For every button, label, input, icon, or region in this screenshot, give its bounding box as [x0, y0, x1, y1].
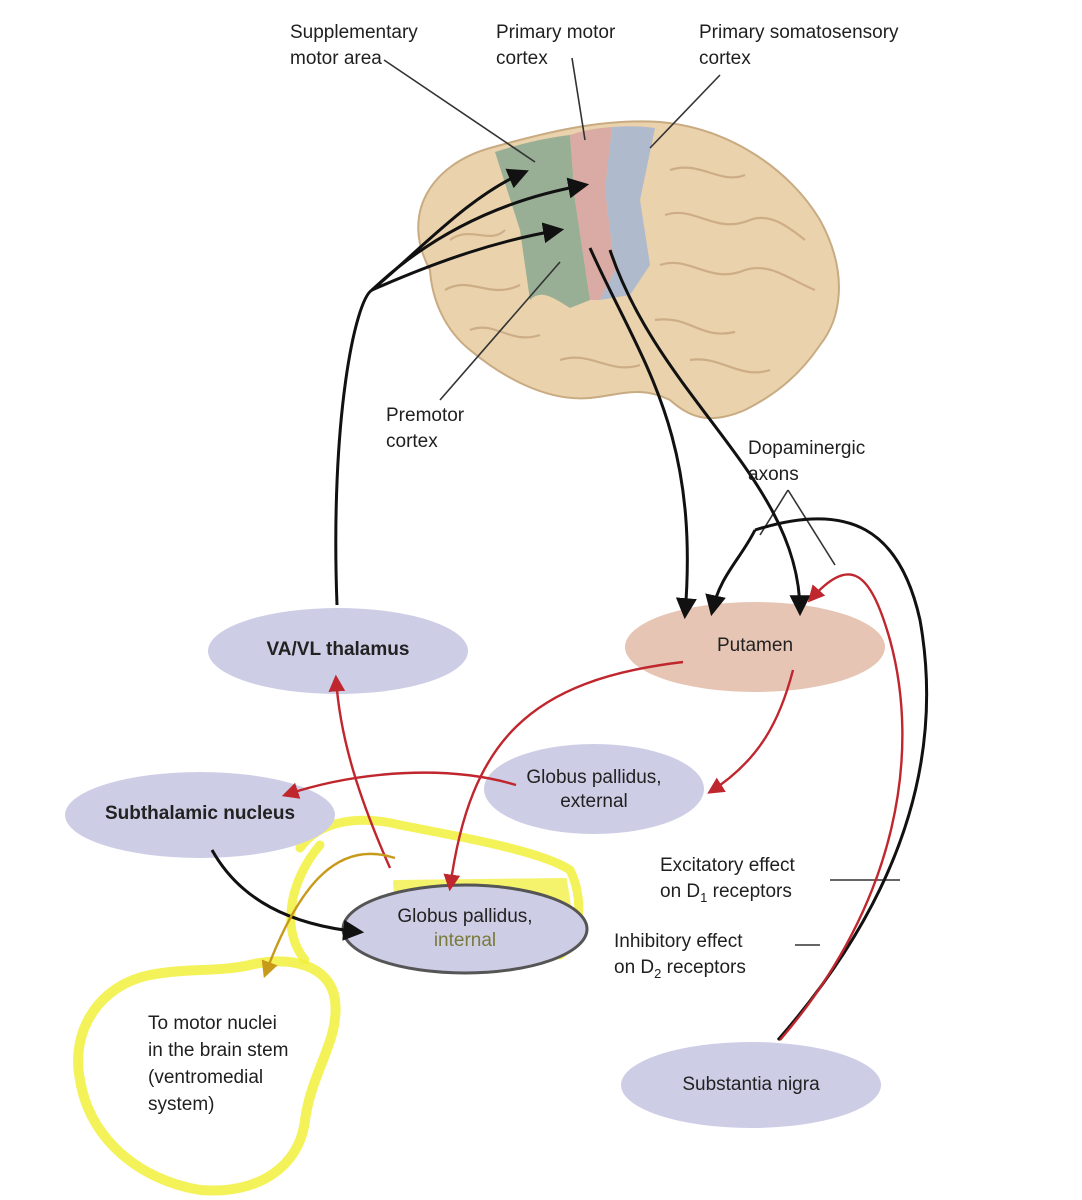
va-vl-thalamus-label: VA/VL thalamus	[266, 639, 410, 660]
globus-pallidus-external-ellipse	[484, 744, 704, 834]
yellow-highlight-marks	[73, 815, 584, 1196]
brain-illustration	[417, 120, 840, 420]
primary-motor-cortex-label: Primary motor cortex	[496, 22, 616, 69]
substantia-nigra-label: Substantia nigra	[682, 1074, 820, 1095]
putamen-label: Putamen	[716, 635, 794, 656]
premotor-cortex-label: Premotor cortex	[386, 405, 465, 452]
supplementary-motor-area-label: Supplementary motor area	[290, 22, 418, 69]
subthalamic-nucleus-ellipse	[65, 772, 335, 858]
red-arrows	[261, 573, 904, 1041]
dopaminergic-axons-label: Dopaminergic axons	[748, 438, 866, 485]
excitatory-effect-label: Excitatory effect on D1 receptors	[660, 855, 795, 905]
inhibitory-effect-label: Inhibitory effect on D2 receptors	[614, 931, 746, 981]
va-vl-thalamus-ellipse	[208, 608, 468, 694]
globus-pallidus-external-label: Globus pallidus, external	[526, 767, 662, 812]
putamen-ellipse	[625, 602, 885, 692]
subthalamic-nucleus-label: Subthalamic nucleus	[104, 803, 296, 824]
substantia-nigra-ellipse	[621, 1042, 881, 1128]
brain-gyri	[444, 166, 816, 374]
globus-pallidus-internal-label: Globus pallidus, internal	[397, 906, 533, 951]
to-motor-nuclei-label: To motor nuclei in the brain stem (ventr…	[148, 1013, 289, 1115]
black-arrows	[210, 168, 929, 1041]
primary-somatosensory-cortex-label: Primary somatosensory cortex	[699, 22, 899, 69]
primary-motor-cortex-region	[570, 127, 615, 300]
